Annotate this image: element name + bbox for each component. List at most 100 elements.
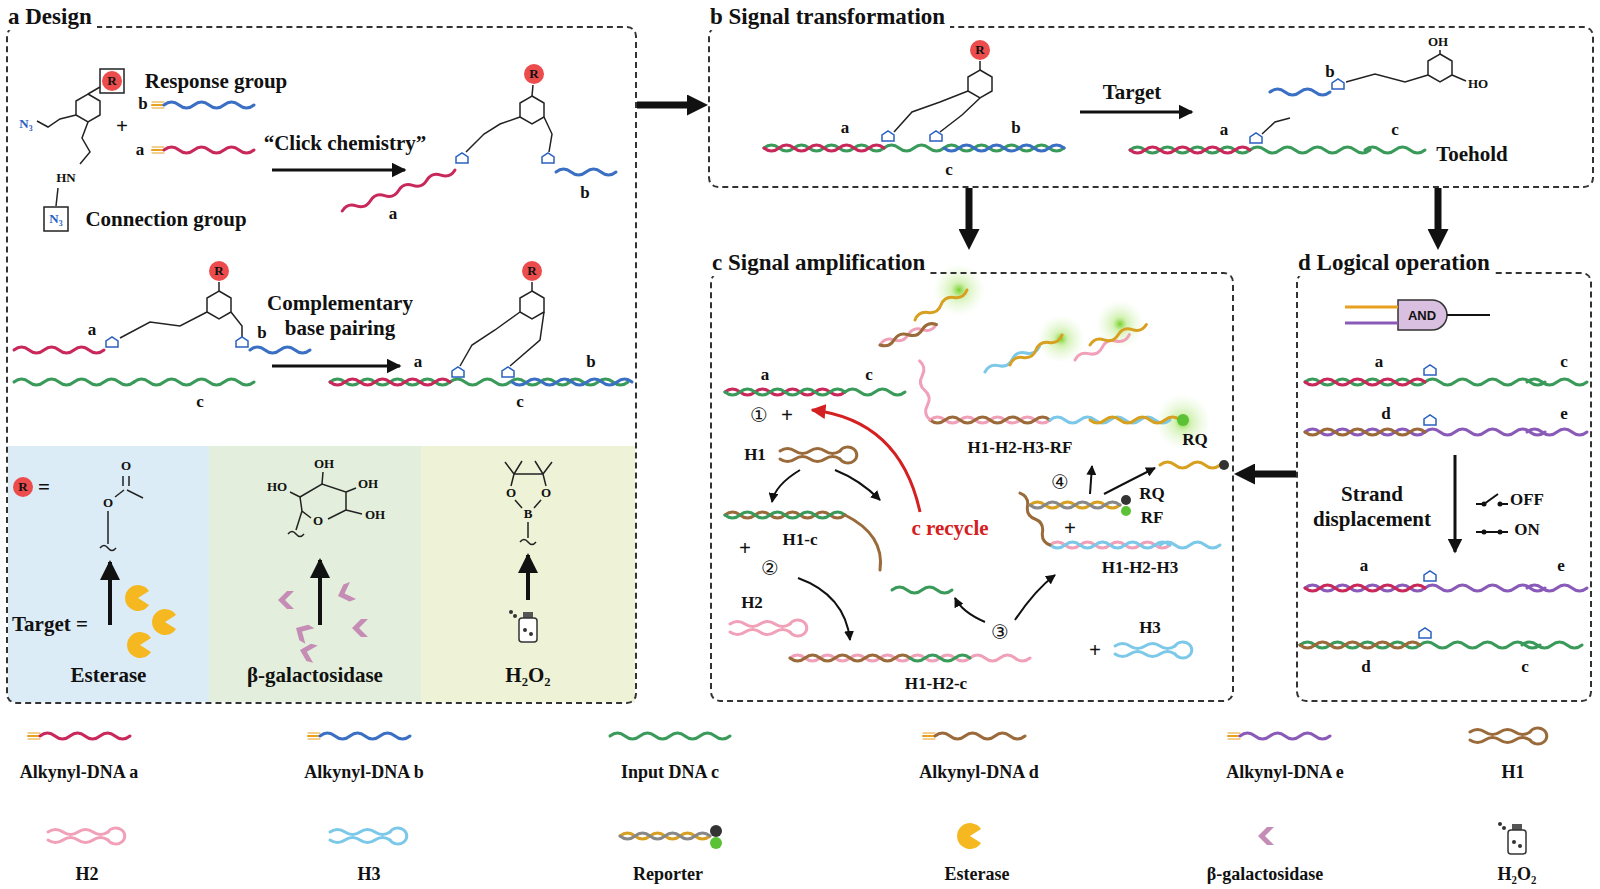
band-label: β-galactosidase (247, 663, 383, 688)
legend-entry: Alkynyl-DNA d (919, 762, 1039, 783)
text-label: Toehold (1436, 142, 1508, 167)
text-label: Target (1103, 80, 1162, 105)
text-label: H2 (741, 593, 763, 613)
response-group-mark: R (529, 66, 538, 82)
legend-entry: H1 (1501, 762, 1524, 783)
text-label: b (586, 352, 595, 372)
text-label: H3 (1139, 618, 1161, 638)
text-label: c (1560, 352, 1568, 372)
text-label: OH (1428, 34, 1448, 50)
panel: a DesignEsterase β-galactosidase H₂O₂ (6, 4, 637, 704)
text-label: O (103, 495, 113, 511)
legend-entry: Alkynyl-DNA b (304, 762, 424, 783)
response-group-mark: R (214, 263, 223, 279)
callout-number: ③ (991, 620, 1009, 644)
text-label: c (516, 392, 524, 412)
text-label: a (1375, 352, 1384, 372)
text-label: c (865, 365, 873, 385)
text-label: OH (365, 507, 385, 523)
panel-frame (1296, 272, 1592, 702)
callout-number: ② (761, 556, 779, 580)
text-label: O (541, 485, 551, 501)
text-label: H1 (744, 445, 766, 465)
text-label: H1-c (783, 530, 818, 550)
panel: d Logical operation (1296, 250, 1592, 702)
text-label: RQ (1139, 484, 1165, 504)
text-label: a (136, 140, 145, 160)
text-label: c (945, 160, 953, 180)
text-label: OH (314, 456, 334, 472)
text-label: HN (56, 170, 76, 186)
callout-number: ④ (1051, 470, 1069, 494)
text-label: b (138, 94, 147, 114)
text-label: Response group (145, 69, 288, 94)
band-label: Esterase (71, 663, 147, 688)
text-label: O (121, 458, 131, 474)
text-label: c (1521, 657, 1529, 677)
text-label: + (1064, 516, 1076, 541)
text-label: O (313, 513, 323, 529)
response-group-mark: R (18, 479, 27, 495)
text-label: Complementary base pairing (245, 291, 435, 341)
response-group-mark: R (107, 73, 116, 89)
flow-arrow (1435, 188, 1442, 229)
text-label: + (1089, 638, 1101, 663)
text-label: HO (267, 479, 287, 495)
legend-entry: Alkynyl-DNA a (20, 762, 139, 783)
text-label: H1-H2-H3 (1102, 558, 1179, 578)
text-label: RF (1141, 508, 1164, 528)
legend-entry: Reporter (633, 864, 703, 885)
text-label: d (1381, 404, 1390, 424)
legend-entry: Input DNA c (621, 762, 719, 783)
text-label: c recycle (911, 516, 988, 541)
text-label: b (1325, 62, 1334, 82)
text-label: “Click chemistry” (264, 131, 427, 156)
text-label: a (1220, 120, 1229, 140)
text-label: a (414, 352, 423, 372)
target-band: H₂O₂ (421, 446, 635, 702)
text-label: Strand displacement (1297, 482, 1447, 532)
text-label: a (761, 365, 770, 385)
text-label: d (1361, 657, 1370, 677)
text-label: H1-H2-c (905, 674, 967, 694)
text-label: b (1011, 118, 1020, 138)
text-label: + (739, 536, 751, 561)
legend-entry: β-galactosidase (1207, 864, 1323, 885)
text-label: c (1391, 120, 1399, 140)
legend-entry: H₂O₂ (1498, 864, 1537, 885)
band-label: H₂O₂ (505, 663, 550, 688)
text-label: H1-H2-H3-RF (968, 438, 1073, 458)
text-label: + (781, 403, 793, 428)
flow-arrow (637, 102, 687, 109)
text-label: Target = (12, 612, 88, 637)
text-label: a (88, 320, 97, 340)
text-label: c (196, 392, 204, 412)
text-label: + (116, 114, 128, 139)
text-label: OH (358, 476, 378, 492)
text-label: N₃ (19, 116, 32, 132)
flow-arrow (1255, 471, 1296, 478)
text-label: AND (1408, 308, 1436, 323)
callout-number: ① (750, 403, 768, 427)
text-label: ON (1514, 520, 1540, 540)
text-label: b (580, 183, 589, 203)
panel-heading: a Design (6, 4, 97, 30)
text-label: e (1557, 556, 1565, 576)
text-label: e (1560, 404, 1568, 424)
target-band: β-galactosidase (209, 446, 421, 702)
text-label: b (257, 323, 266, 343)
text-label: N₃ (49, 211, 62, 227)
text-label: OFF (1510, 490, 1544, 510)
panel-heading: d Logical operation (1296, 250, 1495, 276)
text-label: HO (1468, 76, 1488, 92)
text-label: RQ (1182, 430, 1208, 450)
panel-heading: b Signal transformation (708, 4, 950, 30)
legend-entry: Esterase (945, 864, 1010, 885)
text-label: = (38, 475, 50, 500)
legend-entry: H3 (357, 864, 380, 885)
response-group-mark: R (527, 263, 536, 279)
